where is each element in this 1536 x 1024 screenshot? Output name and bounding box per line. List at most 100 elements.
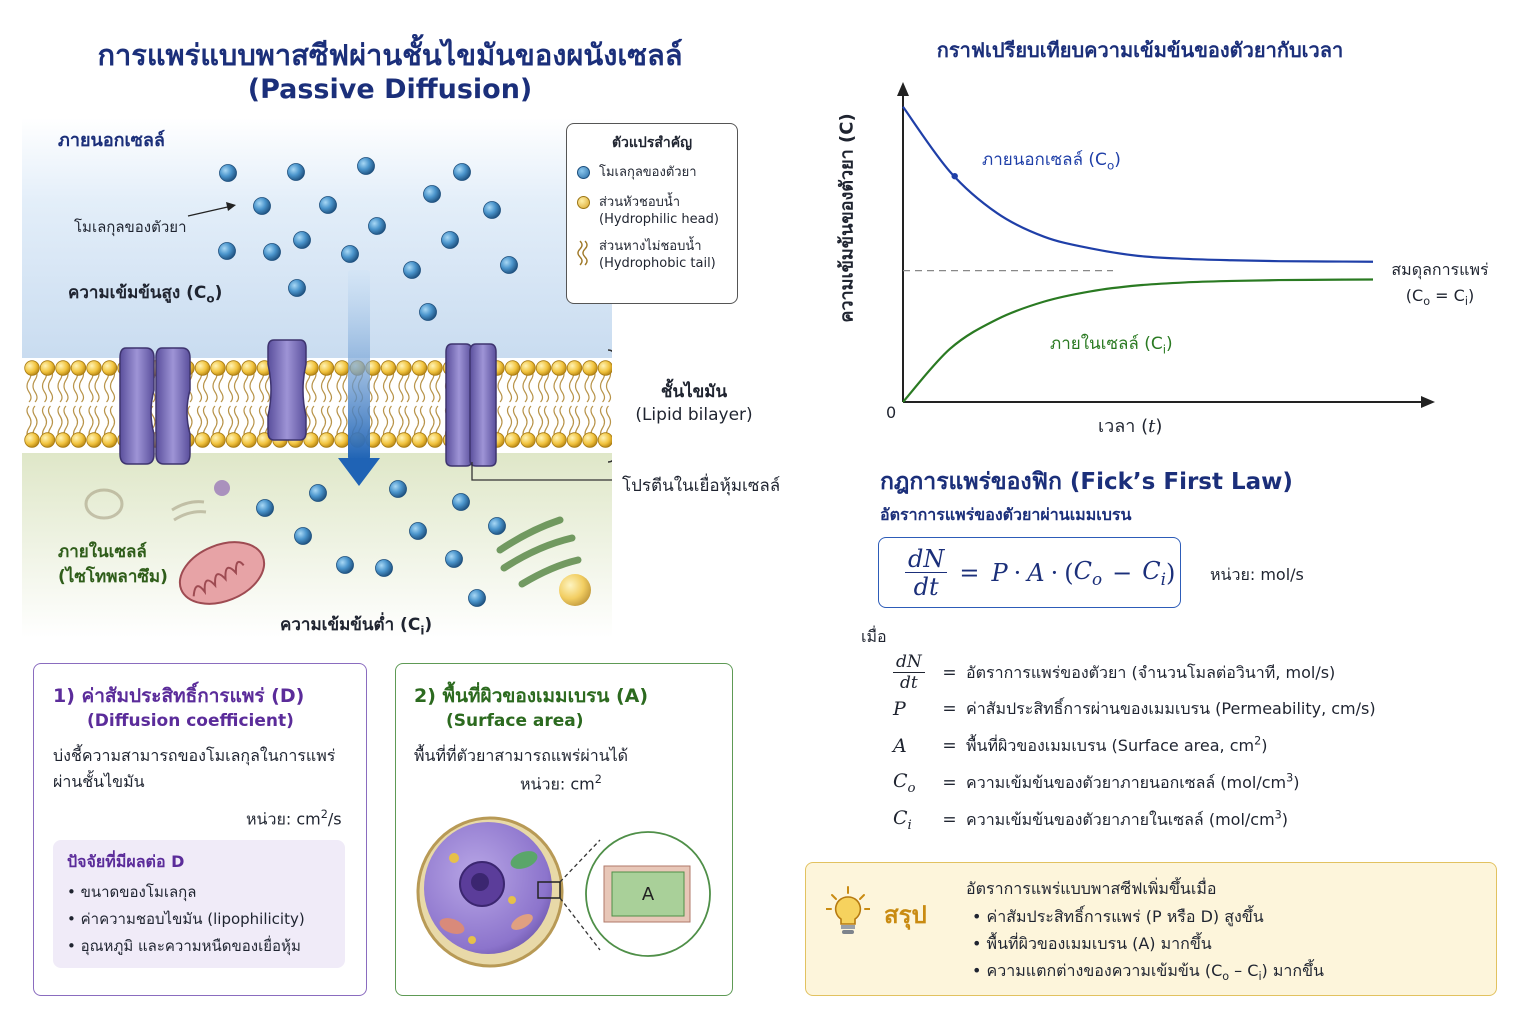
hydrophilic-head [318, 432, 335, 448]
outside-cell-label: ภายนอกเซลล์ [58, 130, 165, 151]
hydrophobic-tail [388, 367, 395, 403]
drug-molecule [253, 197, 271, 215]
definition-row: A=พื้นที่ผิวของเมมเบรน (Surface area, cm… [893, 734, 1268, 757]
hydrophobic-tail [32, 367, 38, 403]
hydrophobic-tail [398, 405, 404, 441]
high-concentration-label: ความเข้มข้นสูง (Co) [68, 283, 223, 306]
molecule-label: โมเลกุลของตัวยา [74, 218, 187, 236]
hydrophilic-head [194, 360, 211, 376]
surface-area-heading: 2) พื้นที่ผิวของเมมเบรน (A) [414, 685, 649, 707]
hydrophobic-tail [429, 405, 435, 441]
legend-title: ตัวแปรสำคัญ [611, 135, 693, 151]
hydrophilic-head [566, 360, 583, 376]
drug-molecule [218, 242, 236, 260]
hydrophilic-head [411, 360, 428, 376]
legend-item-molecule: โมเลกุลของตัวยา [577, 164, 727, 185]
hydrophobic-tail [605, 367, 612, 403]
hydrophilic-head [210, 432, 226, 448]
hydrophobic-tail [336, 405, 342, 441]
drug-molecule [488, 517, 506, 535]
hydrophilic-head [396, 432, 412, 448]
drug-molecule [294, 527, 312, 545]
hydrophilic-head [380, 432, 397, 448]
hydrophilic-head [39, 432, 56, 448]
hydrophobic-tail [435, 367, 441, 403]
hydrophilic-head [380, 360, 397, 376]
surface-area-desc: พื้นที่ที่ตัวยาสามารถแพร่ผ่านได้ [414, 746, 629, 765]
hydrophobic-tail [342, 367, 348, 403]
hydrophobic-tail [574, 367, 581, 403]
hydrophobic-tail [590, 367, 596, 403]
hydrophilic-head [582, 360, 598, 376]
hydrophilic-head [24, 432, 40, 448]
drug-molecule [293, 231, 311, 249]
drug-molecule [453, 163, 471, 181]
hydrophilic-head [86, 360, 102, 376]
equilibrium-label: สมดุลการแพร่ (Co = Ci) [1391, 260, 1489, 309]
hydrophilic-head [101, 360, 118, 376]
hydrophobic-tail [258, 405, 265, 441]
hydrophilic-head [504, 432, 521, 448]
hydrophilic-head [55, 432, 71, 448]
drug-molecule [288, 279, 306, 297]
drug-molecule [441, 231, 459, 249]
summary-box: สรุป อัตราการแพร่แบบพาสซีฟเพิ่มขึ้นเมื่อ… [805, 862, 1497, 996]
hydrophilic-head [39, 360, 56, 376]
hydrophilic-head [504, 360, 521, 376]
hydrophilic-head [427, 360, 443, 376]
legend-item-tail: ส่วนหางไม่ชอบน้ำ(Hydrophobic tail) [577, 238, 727, 273]
membrane-protein-3 [445, 343, 497, 467]
summary-item: ความแตกต่างของความเข้มข้น (Co – Ci) มากข… [972, 957, 1324, 986]
graph-x-axis-label: เวลา (t) [1098, 416, 1163, 437]
hydrophilic-head [535, 432, 552, 448]
hydrophilic-head [55, 360, 71, 376]
hydrophobic-tail [522, 405, 528, 441]
hydrophilic-head [535, 360, 552, 376]
hydrophobic-tail [553, 405, 559, 441]
x-axis-arrow [1421, 396, 1435, 408]
drug-molecule [419, 303, 437, 321]
hydrophilic-head [582, 432, 598, 448]
blue-dot-icon [577, 166, 590, 179]
lipid-bilayer-label: ชั้นไขมัน(Lipid bilayer) [635, 382, 753, 425]
drug-molecule [336, 556, 354, 574]
hydrophobic-tail [227, 405, 234, 441]
definition-row: Ci=ความเข้มข้นของตัวยาภายในเซลล์ (mol/cm… [893, 807, 1289, 833]
drug-molecule [287, 163, 305, 181]
graph-y-axis-label: ความเข้มข้นของตัวยา (C) [836, 113, 858, 323]
hydrophobic-tail [26, 405, 32, 441]
hydrophobic-tail [537, 405, 544, 441]
definition-row: P=ค่าสัมประสิทธิ์การผ่านของเมมเบรน (Perm… [893, 698, 1376, 720]
concentration-chart [897, 82, 1435, 408]
hydrophobic-tail [568, 405, 575, 441]
drug-molecule [368, 217, 386, 235]
drug-molecule [452, 493, 470, 511]
hydrophilic-head [551, 432, 567, 448]
hydrophobic-tail [103, 405, 110, 441]
membrane-protein-2 [267, 339, 307, 441]
hydrophilic-head [427, 432, 443, 448]
summary-intro: อัตราการแพร่แบบพาสซีฟเพิ่มขึ้นเมื่อ [966, 879, 1217, 898]
drug-molecule [409, 522, 427, 540]
surface-area-subheading: (Surface area) [446, 711, 584, 731]
hydrophobic-tail [373, 367, 379, 403]
drug-molecule [375, 559, 393, 577]
drug-molecule [445, 550, 463, 568]
hydrophobic-tail [218, 367, 224, 403]
surface-area-symbol: A [642, 884, 655, 905]
hydrophobic-tail [212, 405, 218, 441]
hydrophilic-head [24, 360, 40, 376]
hydrophobic-tail [419, 367, 426, 403]
graph-title: กราฟเปรียบเทียบความเข้มข้นของตัวยากับเวล… [936, 38, 1344, 62]
drug-molecule [468, 589, 486, 607]
hydrophilic-head [566, 432, 583, 448]
hydrophobic-tail [382, 405, 389, 441]
diffusion-coefficient-heading: 1) ค่าสัมประสิทธิ์การแพร่ (D) [53, 685, 305, 707]
mitochondrion-icon [178, 541, 266, 605]
hydrophobic-tail [311, 367, 317, 403]
graph-origin-label: 0 [886, 403, 897, 422]
drug-molecule [500, 256, 518, 274]
